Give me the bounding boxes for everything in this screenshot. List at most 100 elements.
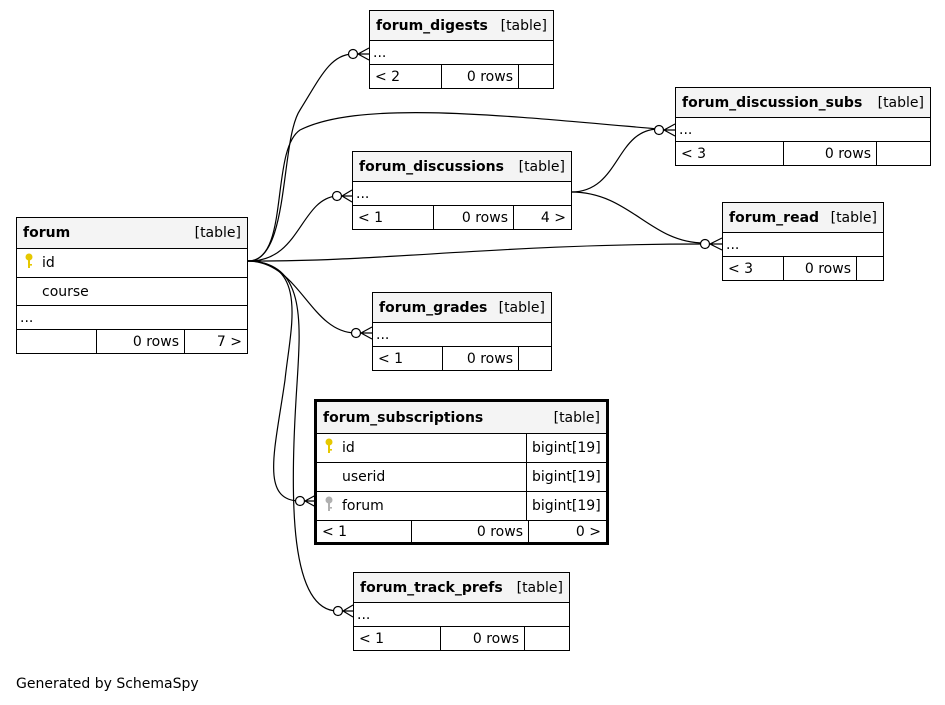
children-count: 7 > [184,330,247,353]
table-forum-subscriptions[interactable]: forum_subscriptions [table] id bigint[19… [314,399,609,545]
column-row: course [17,277,247,305]
children-count: 0 > [528,521,606,542]
table-forum-discussion-subs[interactable]: forum_discussion_subs [table] ... < 3 0 … [675,87,931,166]
children-count [524,627,569,650]
table-name: forum [23,225,71,241]
edge-forum-track-prefs [247,260,338,612]
parents-count: < 1 [378,350,404,367]
column-datatype: bigint[19] [526,434,606,462]
table-name: forum_subscriptions [323,409,484,426]
table-footer: < 1 0 rows [373,346,551,370]
edge-forum-subscriptions [247,260,300,502]
table-forum-digests[interactable]: forum_digests [table] ... < 2 0 rows [369,10,554,89]
column-row: ... [354,602,569,626]
children-count [518,65,553,88]
parents-count: < 3 [681,145,707,162]
table-type: [table] [830,209,877,226]
edge-forum-discussions [247,195,337,262]
table-footer: 0 rows 7 > [17,329,247,353]
table-forum-track-prefs[interactable]: forum_track_prefs [table] ... < 1 0 rows [353,572,570,651]
row-count: 0 rows [783,257,856,280]
table-footer: < 1 0 rows 4 > [353,205,571,229]
table-type: [table] [877,94,924,111]
column-ellipsis: ... [356,185,370,202]
crows-foot [708,237,723,251]
column-ellipsis: ... [679,121,693,138]
column-row: ... [723,232,883,256]
column-name: userid [342,469,386,485]
table-name: forum_discussions [359,158,504,175]
table-type: [table] [518,158,565,175]
crows-foot [662,123,676,137]
table-type: [table] [498,299,545,316]
edge-forum-grades [247,260,356,334]
column-name: id [342,440,355,456]
edge-forum-discussion-subs [247,112,659,262]
primary-key-icon [322,437,336,459]
row-count: 0 rows [442,347,518,370]
column-row: id [17,248,247,277]
table-forum-discussions[interactable]: forum_discussions [table] ... < 1 0 rows… [352,151,572,230]
column-datatype: bigint[19] [526,492,606,520]
edge-marker [347,48,359,60]
table-footer: < 3 0 rows [723,256,883,280]
parents-count: < 3 [728,260,754,277]
edge-forum-digests [247,53,353,262]
column-name: id [42,255,55,271]
row-count: 0 rows [411,521,528,542]
edge-marker [332,605,344,617]
table-name: forum_discussion_subs [682,94,863,111]
table-forum[interactable]: forum [table] id course ... 0 rows 7 > [16,217,248,354]
row-count: 0 rows [783,142,876,165]
table-footer: < 1 0 rows 0 > [317,520,606,542]
table-header: forum [table] [17,218,247,248]
table-type: [table] [553,409,600,426]
edge-marker [294,495,306,507]
row-count: 0 rows [96,330,184,353]
table-header: forum_grades [table] [373,293,551,322]
table-type: [table] [194,225,241,241]
parents-count: < 1 [359,630,385,647]
row-count: 0 rows [433,206,513,229]
edge-discussions-read [570,191,705,244]
column-row: ... [373,322,551,346]
parents-count: < 2 [375,68,401,85]
table-name: forum_grades [379,299,488,316]
crows-foot [341,604,354,618]
column-datatype: bigint[19] [526,463,606,491]
row-count: 0 rows [441,65,518,88]
children-count [518,347,551,370]
edge-discussions-discussion-subs [570,128,659,193]
foreign-key-icon [322,495,336,517]
column-name: forum [342,498,384,514]
column-row: userid bigint[19] [317,462,606,491]
column-row: ... [676,117,930,141]
table-header: forum_subscriptions [table] [317,402,606,433]
column-name: course [42,283,89,300]
table-forum-grades[interactable]: forum_grades [table] ... < 1 0 rows [372,292,552,371]
column-row: id bigint[19] [317,433,606,462]
parents-count: < 1 [322,523,348,540]
row-count: 0 rows [440,627,524,650]
column-row: ... [17,305,247,329]
table-type: [table] [500,17,547,34]
crows-foot [356,47,370,61]
table-header: forum_digests [table] [370,11,553,40]
edge-marker [331,190,343,202]
table-footer: < 3 0 rows [676,141,930,165]
table-footer: < 1 0 rows [354,626,569,650]
column-row: ... [370,40,553,64]
table-footer: < 2 0 rows [370,64,553,88]
generated-by-label: Generated by SchemaSpy [16,676,199,692]
table-type: [table] [516,579,563,596]
table-forum-read[interactable]: forum_read [table] ... < 3 0 rows [722,202,884,281]
column-ellipsis: ... [376,326,390,343]
column-ellipsis: ... [20,309,34,326]
primary-key-icon [22,252,36,274]
children-count [856,257,883,280]
table-header: forum_discussion_subs [table] [676,88,930,117]
edge-marker [699,238,711,250]
table-name: forum_track_prefs [360,579,503,596]
table-header: forum_read [table] [723,203,883,232]
